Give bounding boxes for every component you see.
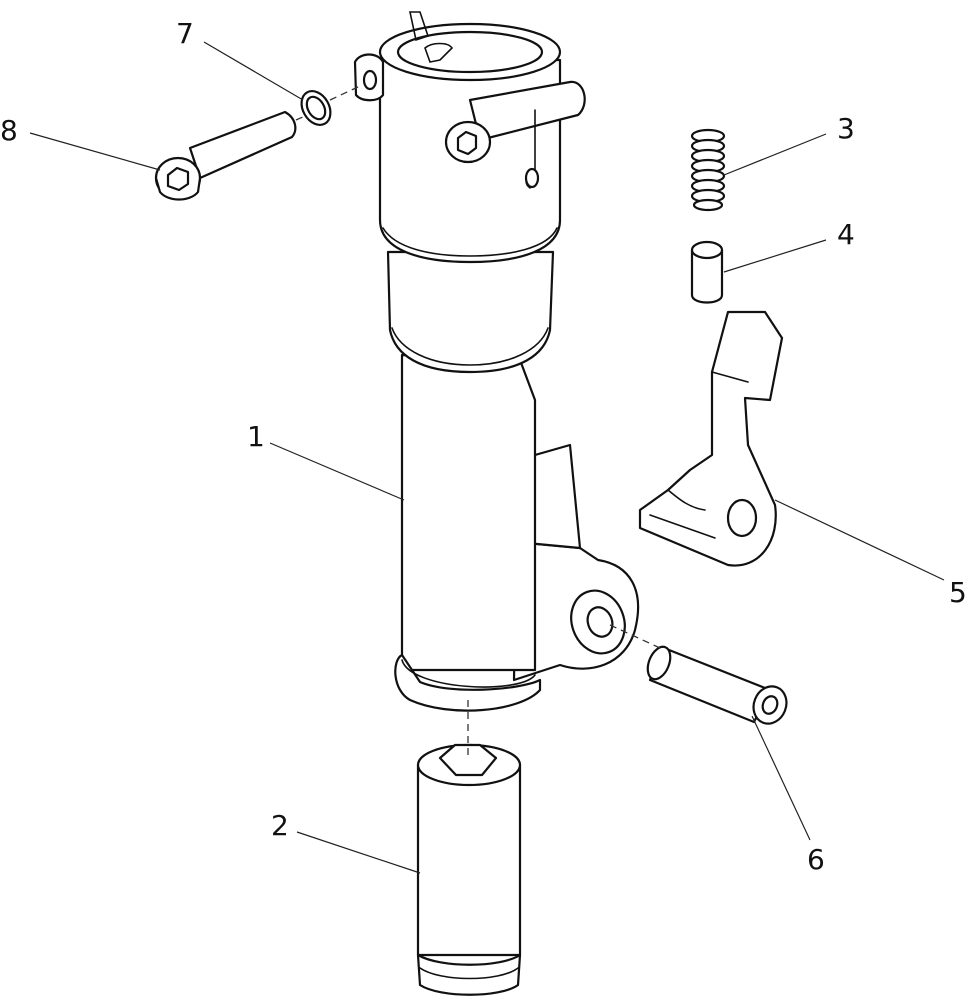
leader-lines — [29, 41, 945, 874]
callout-part-6: 6 — [807, 843, 825, 876]
assembly-axes — [295, 85, 661, 760]
callouts: 1 2 3 4 5 6 7 8 — [0, 17, 967, 876]
part-3-spring — [690, 128, 726, 212]
part-5-latch — [638, 310, 784, 567]
part-2-sleeve — [416, 743, 522, 996]
part-8-screw — [154, 110, 297, 201]
callout-part-3: 3 — [837, 112, 855, 145]
part-7-washer — [300, 90, 332, 126]
callout-part-5: 5 — [949, 576, 967, 609]
callout-part-4: 4 — [837, 218, 855, 251]
callout-part-2: 2 — [271, 809, 289, 842]
part-1-housing — [353, 11, 640, 712]
part-6-pin — [646, 645, 788, 725]
callout-part-7: 7 — [176, 17, 194, 50]
callout-part-8: 8 — [0, 114, 18, 147]
callout-part-1: 1 — [247, 420, 265, 453]
part-4-plunger — [690, 240, 724, 304]
